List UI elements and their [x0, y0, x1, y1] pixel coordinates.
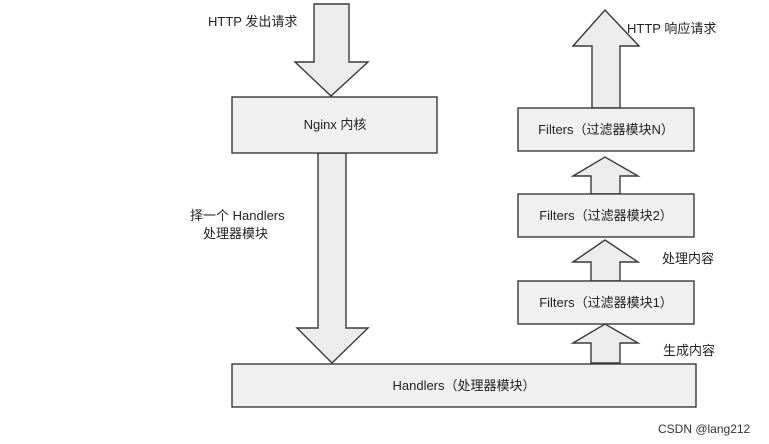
nginx-core-box	[231, 96, 438, 154]
handlers-to-filter1-arrow	[570, 323, 641, 364]
filter1-to-filter2-arrow	[570, 239, 641, 282]
filter2-to-filtern-arrow	[570, 156, 641, 195]
filter-1-label: Filters（过滤器模块1）	[539, 295, 673, 310]
request-down-arrow	[293, 3, 370, 97]
filter-n-label: Filters（过滤器模块N）	[538, 122, 674, 137]
nginx-core-label: Nginx 内核	[303, 117, 367, 132]
filter-2-box	[517, 193, 695, 238]
filter-2-label: Filters（过滤器模块2）	[539, 208, 673, 223]
select-handler-label-line2: 处理器模块	[203, 226, 269, 241]
handlers-box	[231, 363, 697, 408]
filter-1-box	[517, 280, 695, 325]
dispatch-down-arrow	[295, 152, 370, 364]
generate-content-label: 生成内容	[663, 343, 716, 358]
response-up-arrow	[571, 8, 641, 109]
http-response-label: HTTP 响应请求	[627, 21, 717, 36]
watermark-text: CSDN @lang212	[658, 422, 751, 436]
select-handler-label-line1: 择一个 Handlers	[190, 208, 285, 223]
process-content-label: 处理内容	[662, 251, 715, 266]
handlers-label: Handlers（处理器模块）	[392, 378, 536, 393]
filter-n-box	[517, 107, 695, 152]
http-request-label: HTTP 发出请求	[208, 14, 298, 29]
